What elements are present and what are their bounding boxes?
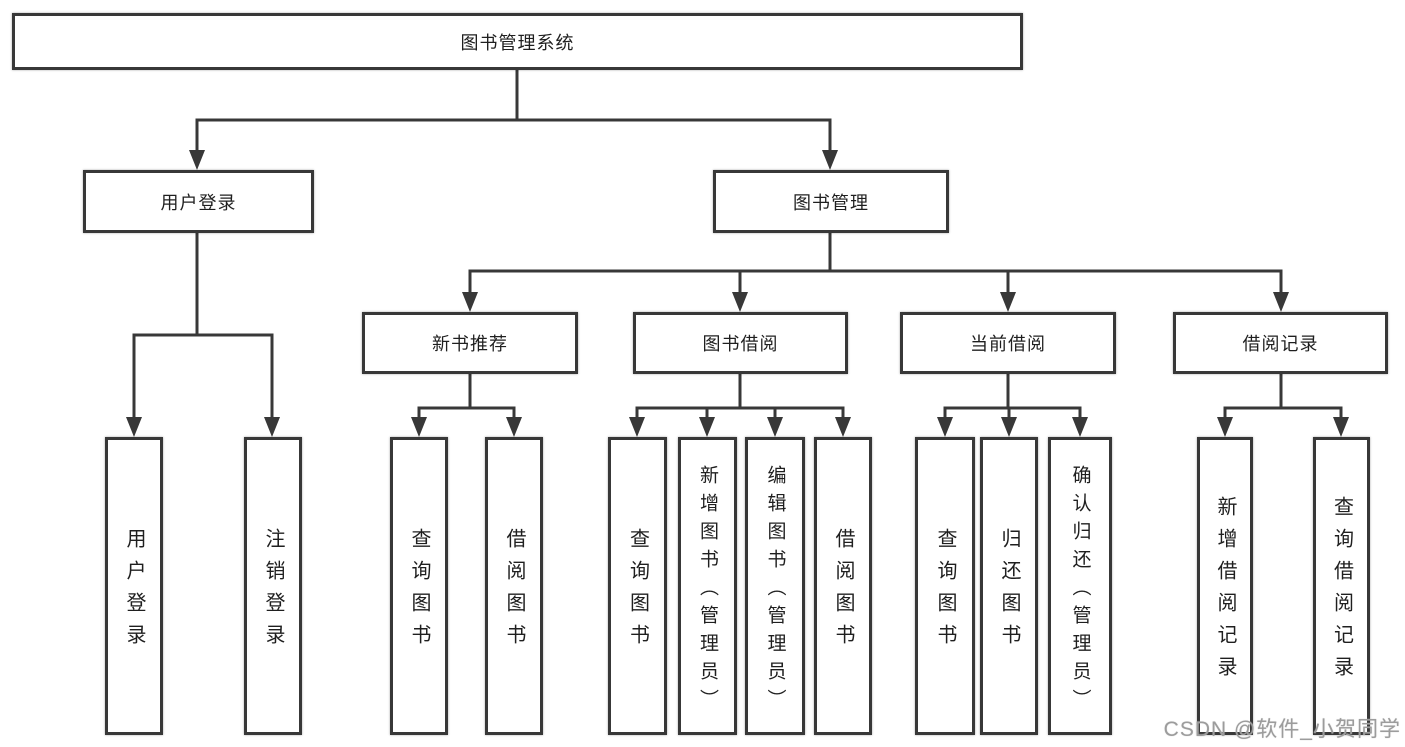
node-label: 用户登录 <box>160 192 237 213</box>
node-label: 借阅图书 <box>503 528 525 656</box>
node-label: 新书推荐 <box>432 334 508 354</box>
node-book-borrow: 图书借阅 <box>633 312 848 374</box>
arrow-down-icon <box>126 150 1349 437</box>
node-label: 查询图书 <box>934 528 956 656</box>
leaf-user-login: 用户登录 <box>105 437 163 735</box>
leaf-query-books-recommend: 查询图书 <box>390 437 448 735</box>
leaf-query-books-borrow: 查询图书 <box>608 437 667 735</box>
leaf-add-books-admin: 新增图书（管理员） <box>678 437 737 735</box>
leaf-borrow-books: 借阅图书 <box>814 437 872 735</box>
leaf-return-books: 归还图书 <box>980 437 1038 735</box>
node-label: 借阅记录 <box>1242 334 1319 354</box>
leaf-confirm-return-admin: 确认归还（管理员） <box>1048 437 1112 735</box>
node-label: 当前借阅 <box>970 334 1046 354</box>
node-user-login: 用户登录 <box>83 170 314 233</box>
node-label: 归还图书 <box>998 528 1020 656</box>
node-label: 编辑图书（管理员） <box>764 464 786 717</box>
node-label: 图书管理 <box>793 192 869 213</box>
node-label: 确认归还（管理员） <box>1069 464 1091 717</box>
watermark: CSDN @软件_小贺同学 <box>1163 718 1401 741</box>
node-new-book-recommend: 新书推荐 <box>362 312 578 374</box>
node-label: 新增图书（管理员） <box>697 464 718 717</box>
node-label: 图书借阅 <box>702 334 779 354</box>
leaf-logout: 注销登录 <box>244 437 302 735</box>
node-label: 查询图书 <box>408 528 430 656</box>
node-borrow-records: 借阅记录 <box>1173 312 1388 374</box>
node-book-management: 图书管理 <box>713 170 949 233</box>
node-label: 新增借阅记录 <box>1214 496 1236 688</box>
node-label: 注销登录 <box>262 528 284 656</box>
node-current-borrow: 当前借阅 <box>900 312 1116 374</box>
leaf-query-borrow-record: 查询借阅记录 <box>1313 437 1370 735</box>
leaf-query-books-current: 查询图书 <box>915 437 975 735</box>
node-label: 借阅图书 <box>832 528 854 656</box>
node-label: 查询借阅记录 <box>1330 496 1353 688</box>
node-label: 查询图书 <box>626 528 649 656</box>
leaf-borrow-books-recommend: 借阅图书 <box>485 437 543 735</box>
leaf-add-borrow-record: 新增借阅记录 <box>1197 437 1253 735</box>
node-label: 图书管理系统 <box>460 32 575 53</box>
leaf-edit-books-admin: 编辑图书（管理员） <box>745 437 805 735</box>
node-root-system: 图书管理系统 <box>12 13 1023 70</box>
node-label: 用户登录 <box>123 528 145 656</box>
